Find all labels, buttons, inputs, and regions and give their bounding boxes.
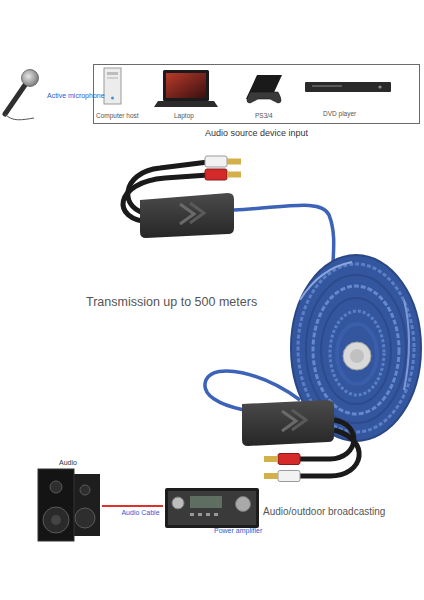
reel-hole [343, 342, 371, 370]
controller [247, 92, 281, 103]
woofer [43, 507, 69, 533]
amp-body [165, 488, 259, 528]
tweeter [80, 485, 90, 495]
rca-plug-white [205, 156, 227, 167]
microphone-handle [5, 85, 25, 114]
drive-bay [107, 72, 118, 75]
amplifier-group: Power amplifier [163, 478, 263, 534]
receiver-adapter [205, 371, 359, 482]
box-caption: Audio source device input [94, 129, 419, 139]
tweeter [50, 481, 62, 493]
reel-highlight [300, 262, 352, 300]
speaker-group: Audio [36, 458, 102, 542]
laptop-icon [154, 70, 218, 107]
broadcast-text: Audio/outdoor broadcasting [263, 506, 385, 517]
tower-case [104, 68, 121, 104]
amplifier-label: Power amplifier [214, 527, 262, 535]
woofer-cap [51, 515, 61, 525]
woofer [75, 508, 95, 528]
amp-knob [236, 497, 251, 512]
rca-plug-red [278, 454, 300, 465]
laptop-base [154, 101, 218, 107]
amp-button [214, 513, 218, 516]
amp-display [190, 496, 222, 508]
adapter-body [242, 400, 334, 446]
network-cable [234, 205, 334, 262]
speaker-cabinet [38, 469, 74, 541]
amp-front [168, 491, 256, 525]
speaker-label: Audio [59, 459, 77, 467]
rca-tip [264, 456, 278, 462]
amp-button [198, 513, 202, 516]
amp-button [206, 513, 210, 516]
device-label: Laptop [174, 112, 194, 119]
reel-winding [337, 324, 377, 384]
disc-slot [312, 85, 342, 87]
amp-knob [172, 497, 184, 509]
game-console-icon [246, 75, 282, 103]
audio-cable-line [102, 505, 163, 507]
dvd-player-icon [305, 82, 391, 92]
cable-label: Audio Cable [121, 509, 159, 517]
dvd-button [378, 85, 381, 88]
adapter-chevron [190, 203, 204, 223]
microphone [5, 70, 39, 120]
rca-plug-white [278, 471, 300, 482]
source-device-box: Computer hostLaptopPS3/4DVD playerAudio … [93, 64, 420, 124]
reel-hole-inner [350, 349, 364, 363]
device-label: Computer host [96, 112, 139, 119]
reel-winding [313, 286, 399, 414]
laptop-lid [163, 70, 209, 101]
power-led [111, 97, 114, 100]
reel-winding [321, 298, 391, 404]
microphone-cable [5, 114, 34, 120]
drive-bay [107, 77, 118, 79]
laptop-screen [166, 73, 206, 98]
dvd-body [305, 82, 391, 92]
rca-plug-red [205, 169, 227, 180]
transmission-text: Transmission up to 500 meters [86, 296, 257, 310]
reel-highlight [404, 300, 409, 390]
device-label: PS3/4 [255, 112, 273, 119]
computer-host-icon [104, 68, 121, 104]
amp-button [190, 513, 194, 516]
speakers [38, 469, 100, 541]
rca-tip [227, 172, 241, 178]
microphone-head [22, 70, 39, 87]
sender-adapter [123, 156, 334, 262]
microphone-label: Active microphone [47, 92, 105, 100]
rca-tip [227, 159, 241, 165]
device-label: DVD player [323, 110, 356, 117]
adapter-body [140, 193, 234, 238]
adapter-chevron [292, 410, 306, 430]
amplifier [165, 488, 259, 528]
reel-winding [330, 311, 384, 395]
rca-tip [264, 473, 278, 479]
